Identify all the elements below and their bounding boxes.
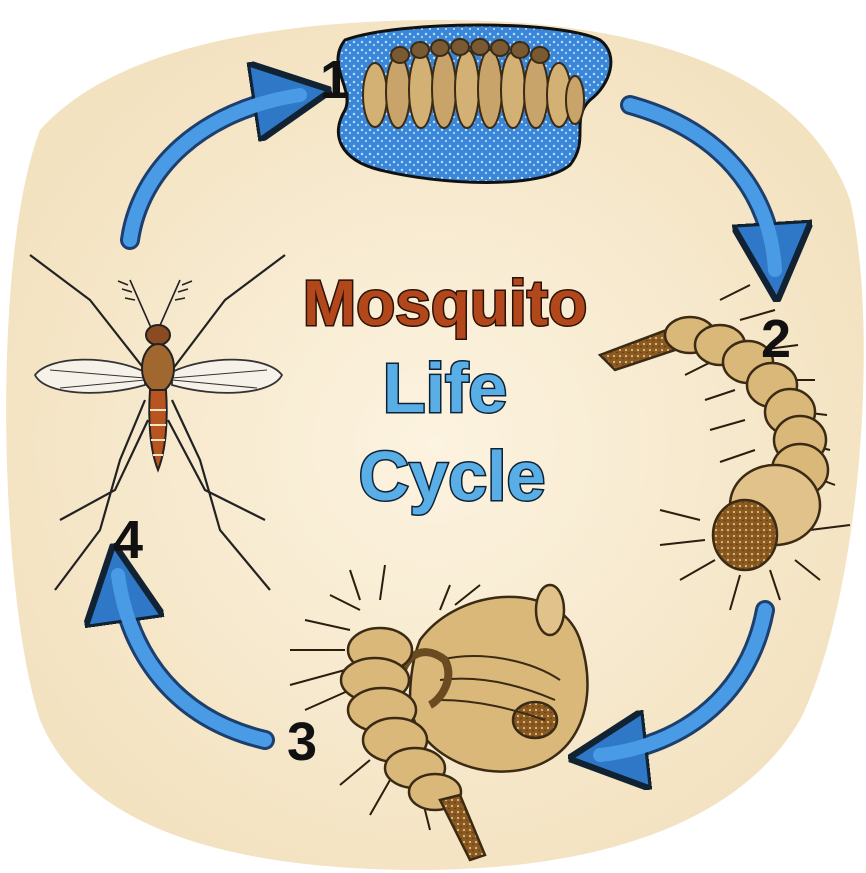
stage-number-3: 3 (287, 712, 317, 772)
stage-1-eggs (338, 25, 611, 183)
larva-head (713, 500, 777, 570)
title-line-1: Mosquito (303, 267, 587, 339)
title-line-3: Cycle (359, 437, 546, 515)
mosquito-head (146, 325, 170, 345)
title-line-2: Life (383, 349, 507, 427)
stage-number-2: 2 (761, 309, 791, 369)
mosquito-thorax (142, 344, 174, 392)
stage-number-1: 1 (320, 50, 350, 110)
stage-number-4: 4 (113, 510, 143, 570)
